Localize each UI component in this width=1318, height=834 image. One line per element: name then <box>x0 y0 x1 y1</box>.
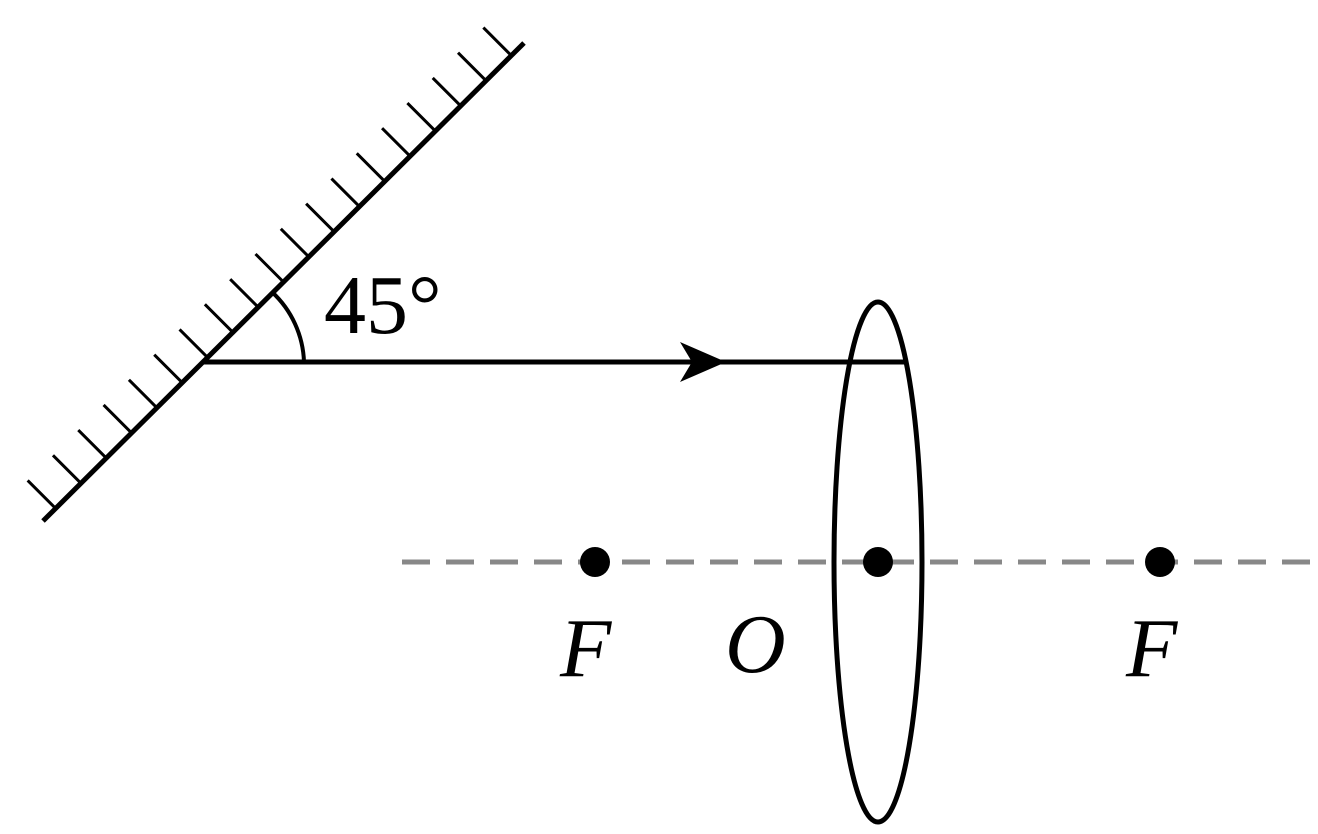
mirror-hatch-mark <box>305 202 336 233</box>
mirror-hatch-mark <box>431 76 462 107</box>
mirror-hatch-mark <box>26 479 57 510</box>
focus-label-right: F <box>1125 602 1179 695</box>
angle-arc <box>270 290 306 363</box>
mirror-hatch-mark <box>254 252 285 284</box>
focus-point-right <box>1145 547 1175 577</box>
mirror-hatch-mark <box>381 127 412 158</box>
optical-center-point <box>863 547 893 577</box>
ray-arrow-head <box>680 342 726 382</box>
mirror-hatch-mark <box>355 152 386 183</box>
mirror-hatch-mark <box>102 403 133 435</box>
mirror-hatch-mark <box>153 353 184 384</box>
mirror-hatch-mark <box>127 378 158 409</box>
mirror-hatch-mark <box>203 303 234 334</box>
focus-point-left <box>580 547 610 577</box>
mirror-hatch-mark <box>229 278 260 309</box>
mirror-hatch-mark <box>456 51 488 82</box>
convex-lens <box>831 299 925 825</box>
center-label: O <box>725 598 786 691</box>
focus-label-left: F <box>559 602 613 695</box>
mirror-hatch-mark <box>406 101 437 133</box>
plane-mirror <box>26 26 526 523</box>
mirror-hatch-mark <box>330 177 361 208</box>
mirror-hatch-mark <box>178 328 209 359</box>
mirror-hatch-mark <box>279 227 310 258</box>
mirror-hatch-mark <box>482 26 513 57</box>
angle-label: 45° <box>324 259 442 352</box>
mirror-hatching <box>26 26 513 510</box>
mirror-hatch-mark <box>51 454 83 485</box>
mirror-hatch-mark <box>77 429 108 460</box>
